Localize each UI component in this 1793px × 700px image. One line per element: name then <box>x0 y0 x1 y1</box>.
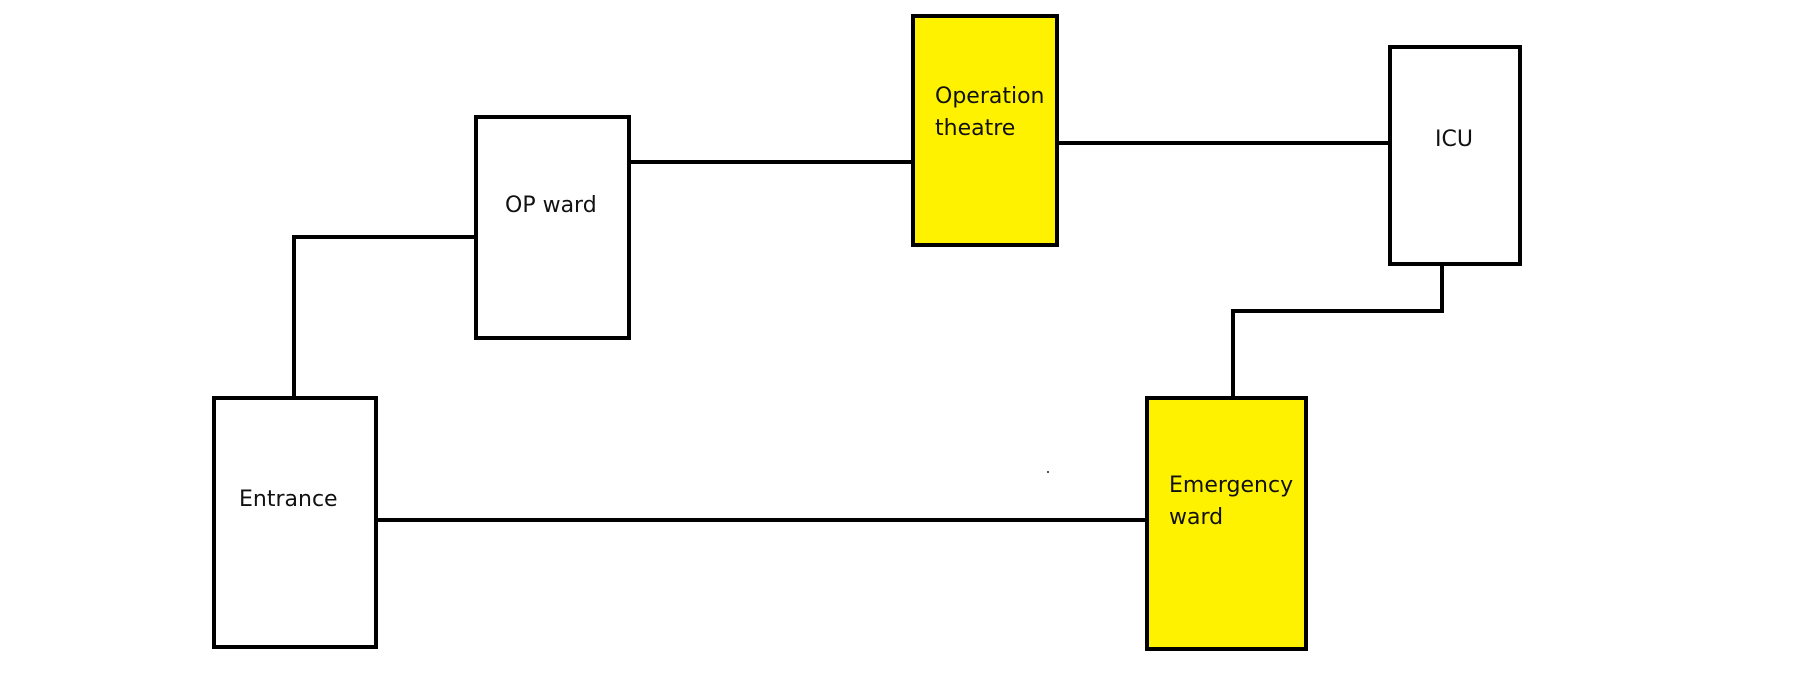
room-emergency-ward-box <box>1145 396 1308 651</box>
room-op-ward: OP ward <box>474 115 631 340</box>
room-icu-label: ICU <box>1435 127 1473 152</box>
room-operation-theatre-label: Operation theatre <box>935 84 1051 141</box>
room-op-ward-label-line-1: OP ward <box>505 193 597 218</box>
room-emergency-ward: Emergency ward <box>1145 396 1308 651</box>
room-emergency-ward-label-line-1: Emergency <box>1169 473 1293 498</box>
room-emergency-ward-label: Emergency ward <box>1169 473 1300 530</box>
room-operation-theatre-label-line-2: theatre <box>935 116 1015 141</box>
room-entrance: Entrance <box>212 396 378 649</box>
room-op-ward-box <box>474 115 631 340</box>
room-entrance-label: Entrance <box>239 487 338 512</box>
room-operation-theatre-box <box>911 14 1059 247</box>
room-emergency-ward-label-line-2: ward <box>1169 505 1223 530</box>
room-entrance-box <box>212 396 378 649</box>
stray-dot <box>1047 471 1049 473</box>
room-entrance-label-line-1: Entrance <box>239 487 338 512</box>
connector-icu-emergency-ward <box>1231 262 1444 400</box>
room-operation-theatre-label-line-1: Operation <box>935 84 1044 109</box>
room-op-ward-label: OP ward <box>505 193 597 218</box>
room-icu: ICU <box>1388 45 1522 266</box>
connector-entrance-op-ward <box>292 235 478 400</box>
room-icu-box <box>1388 45 1522 266</box>
room-operation-theatre: Operation theatre <box>911 14 1059 247</box>
room-icu-label-line-1: ICU <box>1435 127 1473 152</box>
connectors <box>292 141 1444 522</box>
